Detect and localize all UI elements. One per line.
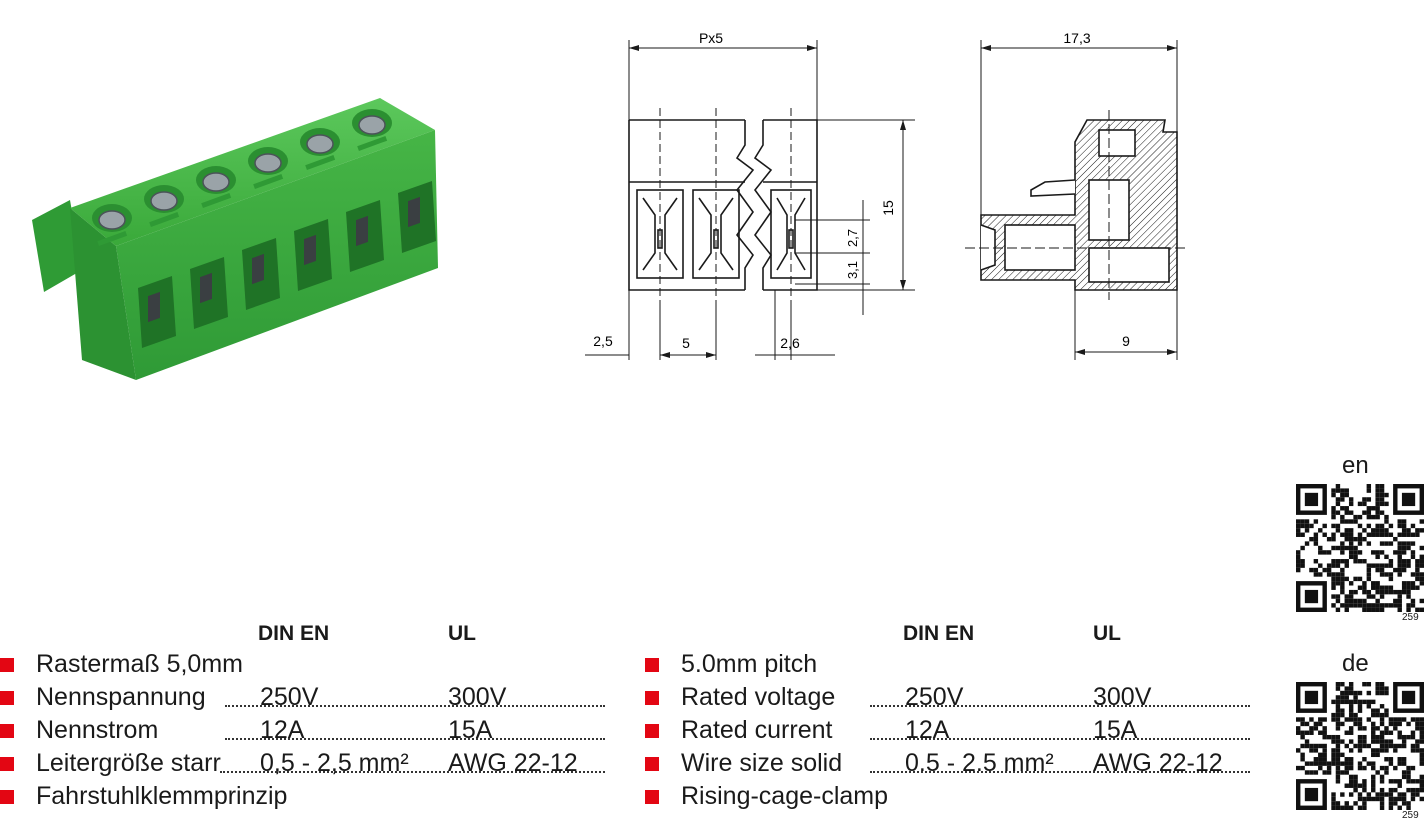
dim-2-5-label: 2,5 (593, 333, 613, 349)
dim-height-label: 15 (880, 200, 896, 216)
specs-de: DIN EN UL Rastermaß 5,0mm Nennspannung 2… (0, 622, 620, 822)
dot-leader (870, 771, 1250, 773)
clamp-opening (356, 215, 368, 247)
bullet-icon (0, 724, 14, 738)
screw-icon (202, 172, 230, 192)
spec-label: Rated current (681, 716, 833, 744)
marker-slot (149, 211, 180, 227)
spec-row: Rising-cage-clamp (645, 782, 1265, 812)
screw-icon (358, 115, 386, 135)
clamp-opening (148, 291, 160, 323)
dim-3-1-label: 3,1 (845, 261, 860, 279)
bullet-icon (0, 757, 14, 771)
bullet-icon (645, 757, 659, 771)
qr-de-page-number: 259 (1402, 810, 1419, 821)
clamp-opening (304, 234, 316, 266)
screw-icon (254, 153, 282, 173)
side-view-drawing: 17,3 9 (965, 30, 1189, 360)
spec-row: Leitergröße starr 0,5 - 2,5 mm² AWG 22-1… (0, 749, 620, 779)
dot-leader (225, 738, 605, 740)
spec-label: Leitergröße starr (36, 749, 221, 777)
dim-2-7-label: 2,7 (845, 229, 860, 247)
qr-code-de[interactable] (1296, 682, 1424, 810)
spec-row: Nennspannung 250V 300V (0, 683, 620, 713)
screw-icon (98, 210, 126, 230)
spec-row: Nennstrom 12A 15A (0, 716, 620, 746)
col-ul-header: UL (1093, 622, 1121, 645)
col-din-header: DIN EN (903, 622, 975, 645)
spec-label: Nennstrom (36, 716, 159, 744)
qr-de-label: de (1342, 650, 1369, 677)
spec-din-value: 12A (905, 716, 950, 744)
qr-en-page-number: 259 (1402, 612, 1419, 623)
dot-leader (870, 705, 1250, 707)
dot-leader (225, 705, 605, 707)
screw-icon (150, 191, 178, 211)
bullet-icon (0, 691, 14, 705)
marker-slot (97, 230, 128, 246)
screw-icon (306, 134, 334, 154)
spec-ul-value: AWG 22-12 (448, 749, 578, 777)
spec-row: Rated current 12A 15A (645, 716, 1265, 746)
spec-label: Wire size solid (681, 749, 843, 777)
terminal-block-photo (32, 98, 438, 380)
specs-en: DIN EN UL 5.0mm pitch Rated voltage 250V… (645, 622, 1265, 822)
col-din-header: DIN EN (258, 622, 330, 645)
clamp-opening (200, 272, 212, 304)
spec-label: Rising-cage-clamp (681, 782, 889, 810)
spec-label: Rastermaß 5,0mm (36, 650, 243, 678)
dim-2-6-label: 2,6 (780, 335, 800, 351)
spec-ul-value: 15A (1093, 716, 1138, 744)
col-ul-header: UL (448, 622, 476, 645)
dim-9-label: 9 (1122, 333, 1130, 349)
bullet-icon (645, 691, 659, 705)
spec-label: Rated voltage (681, 683, 836, 711)
spec-din-value: 12A (260, 716, 305, 744)
spec-label: Fahrstuhlklemmprinzip (36, 782, 288, 810)
spec-ul-value: 300V (448, 683, 507, 711)
dim-5-label: 5 (682, 335, 690, 351)
dot-leader (870, 738, 1250, 740)
bullet-icon (0, 790, 14, 804)
qr-code-en[interactable] (1296, 484, 1424, 612)
marker-slot (201, 192, 232, 208)
spec-label: 5.0mm pitch (681, 650, 818, 678)
bullet-icon (645, 790, 659, 804)
spec-din-value: 250V (905, 683, 964, 711)
clamp-opening (408, 196, 420, 228)
marker-slot (357, 135, 388, 151)
clamp-opening (252, 253, 264, 285)
spec-row: Rated voltage 250V 300V (645, 683, 1265, 713)
spec-row: Fahrstuhlklemmprinzip (0, 782, 620, 812)
spec-row: Rastermaß 5,0mm (0, 650, 620, 680)
spec-din-value: 250V (260, 683, 319, 711)
qr-en-label: en (1342, 452, 1369, 479)
spec-ul-value: 15A (448, 716, 493, 744)
spec-ul-value: 300V (1093, 683, 1152, 711)
dim-depth-label: 17,3 (1063, 30, 1090, 46)
marker-slot (253, 173, 284, 189)
front-view-drawing: Px5 15 2,7 3,1 2,5 5 2,6 (585, 30, 915, 360)
spec-row: 5.0mm pitch (645, 650, 1265, 680)
dot-leader (220, 771, 605, 773)
spec-ul-value: AWG 22-12 (1093, 749, 1223, 777)
marker-slot (305, 154, 336, 170)
bullet-icon (645, 724, 659, 738)
bullet-icon (645, 658, 659, 672)
dim-width-label: Px5 (699, 30, 723, 46)
spec-din-value: 0,5 - 2,5 mm² (260, 749, 409, 777)
spec-din-value: 0.5 - 2.5 mm² (905, 749, 1054, 777)
spec-label: Nennspannung (36, 683, 206, 711)
spec-row: Wire size solid 0.5 - 2.5 mm² AWG 22-12 (645, 749, 1265, 779)
bullet-icon (0, 658, 14, 672)
